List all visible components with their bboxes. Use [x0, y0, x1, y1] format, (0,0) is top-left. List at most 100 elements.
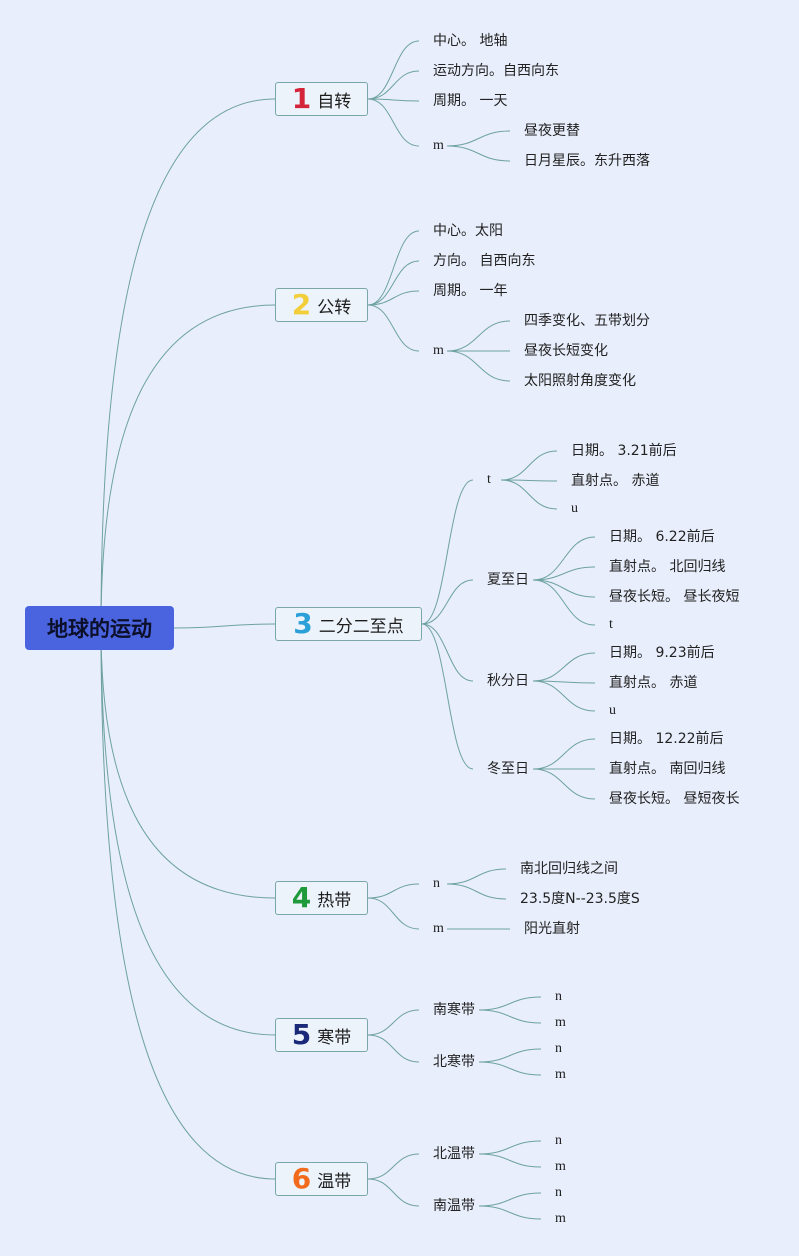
subtopic-link	[532, 652, 596, 682]
branch-number-3: 3	[293, 607, 313, 640]
root-link-3	[173, 623, 276, 629]
subtopic-item[interactable]: 太阳照射角度变化	[524, 373, 636, 389]
branch-label: 公转	[317, 297, 352, 318]
branch-link	[367, 98, 420, 147]
subtopic-item[interactable]: m	[555, 1159, 566, 1174]
subtopic-item[interactable]: 南北回归线之间	[520, 861, 618, 877]
subtopic-item[interactable]: 直射点。 北回归线	[609, 559, 726, 575]
topic-item[interactable]: t	[487, 472, 491, 487]
subtopic-item[interactable]: 日期。 3.21前后	[571, 443, 677, 459]
topic-item[interactable]: 中心。太阳	[433, 223, 503, 239]
branch-link	[367, 1034, 420, 1063]
subtopic-link	[478, 1140, 542, 1155]
branch-link	[367, 1153, 420, 1180]
subtopic-item[interactable]: 昼夜长短。 昼短夜长	[609, 791, 740, 807]
branch-link	[367, 897, 420, 930]
root-link-1	[100, 98, 276, 629]
subtopic-link	[446, 868, 507, 885]
subtopic-item[interactable]: 阳光直射	[524, 921, 580, 937]
subtopic-item[interactable]: u	[571, 501, 578, 516]
subtopic-item[interactable]: m	[555, 1211, 566, 1226]
subtopic-item[interactable]: u	[609, 703, 616, 718]
topic-item[interactable]: 夏至日	[487, 572, 529, 588]
subtopic-item[interactable]: 直射点。 南回归线	[609, 761, 726, 777]
subtopic-item[interactable]: 日期。 9.23前后	[609, 645, 715, 661]
branch-number-4: 4	[291, 881, 312, 914]
root-link-4	[100, 627, 276, 899]
topic-item[interactable]: m	[433, 921, 444, 936]
branch-label: 二分二至点	[318, 616, 404, 637]
topic-item[interactable]: 南寒带	[433, 1002, 475, 1018]
topic-item[interactable]: m	[433, 343, 444, 358]
topic-item[interactable]: 秋分日	[487, 673, 529, 689]
subtopic-link	[500, 450, 558, 481]
subtopic-link	[446, 350, 511, 382]
subtopic-link	[446, 320, 511, 352]
root-node[interactable]: 地球的运动	[25, 606, 174, 650]
branch-link	[367, 1009, 420, 1036]
subtopic-item[interactable]: n	[555, 1185, 562, 1200]
subtopic-item[interactable]: 昼夜更替	[524, 123, 580, 139]
subtopic-item[interactable]: 日月星辰。东升西落	[524, 153, 650, 169]
branch-link	[367, 260, 420, 306]
topic-item[interactable]: 方向。 自西向东	[433, 253, 536, 269]
branch-link	[367, 290, 420, 306]
topic-item[interactable]: 北寒带	[433, 1054, 475, 1070]
topic-item[interactable]: 运动方向。自西向东	[433, 63, 559, 79]
topic-item[interactable]: 周期。 一天	[433, 93, 508, 109]
subtopic-item[interactable]: m	[555, 1015, 566, 1030]
subtopic-item[interactable]: 日期。 12.22前后	[609, 731, 724, 747]
topic-item[interactable]: 中心。 地轴	[433, 33, 508, 49]
subtopic-item[interactable]: 昼夜长短变化	[524, 343, 608, 359]
subtopic-link	[532, 579, 596, 626]
root-link-5	[100, 627, 276, 1036]
topic-item[interactable]: 南温带	[433, 1198, 475, 1214]
subtopic-item[interactable]: 直射点。 赤道	[571, 473, 660, 489]
branch-number-1: 1	[291, 82, 312, 115]
subtopic-item[interactable]: n	[555, 1133, 562, 1148]
branch-link	[421, 479, 474, 625]
subtopic-item[interactable]: 昼夜长短。 昼长夜短	[609, 589, 740, 605]
subtopic-item[interactable]: t	[609, 617, 613, 632]
subtopic-link	[478, 1061, 542, 1076]
subtopic-item[interactable]: m	[555, 1067, 566, 1082]
subtopic-link	[446, 883, 507, 900]
branch-link	[367, 98, 420, 102]
subtopic-link	[478, 1192, 542, 1207]
branch-link	[421, 623, 474, 682]
subtopic-link	[500, 479, 558, 510]
subtopic-link	[532, 579, 596, 598]
subtopic-item[interactable]: n	[555, 1041, 562, 1056]
branch-label: 热带	[317, 890, 352, 911]
branch-link	[421, 579, 474, 625]
branch-label: 寒带	[317, 1027, 352, 1048]
topic-item[interactable]: 北温带	[433, 1146, 475, 1162]
subtopic-item[interactable]: n	[555, 989, 562, 1004]
branch-link	[421, 623, 474, 770]
subtopic-item[interactable]: 23.5度N--23.5度S	[520, 891, 640, 907]
branch-link	[367, 1178, 420, 1207]
topic-item[interactable]: n	[433, 876, 440, 891]
subtopic-link	[446, 130, 511, 147]
branch-number-6: 6	[291, 1162, 312, 1195]
topic-item[interactable]: m	[433, 138, 444, 153]
subtopic-item[interactable]: 四季变化、五带划分	[524, 313, 650, 329]
root-link-2	[100, 304, 276, 629]
subtopic-link	[478, 1205, 542, 1220]
topic-item[interactable]: 冬至日	[487, 761, 529, 777]
subtopic-link	[478, 1048, 542, 1063]
branch-link	[367, 304, 420, 352]
topic-item[interactable]: 周期。 一年	[433, 283, 508, 299]
subtopic-link	[478, 1009, 542, 1024]
branch-label: 温带	[317, 1171, 352, 1192]
subtopic-link	[532, 680, 596, 712]
subtopic-item[interactable]: 直射点。 赤道	[609, 675, 698, 691]
subtopic-item[interactable]: 日期。 6.22前后	[609, 529, 715, 545]
